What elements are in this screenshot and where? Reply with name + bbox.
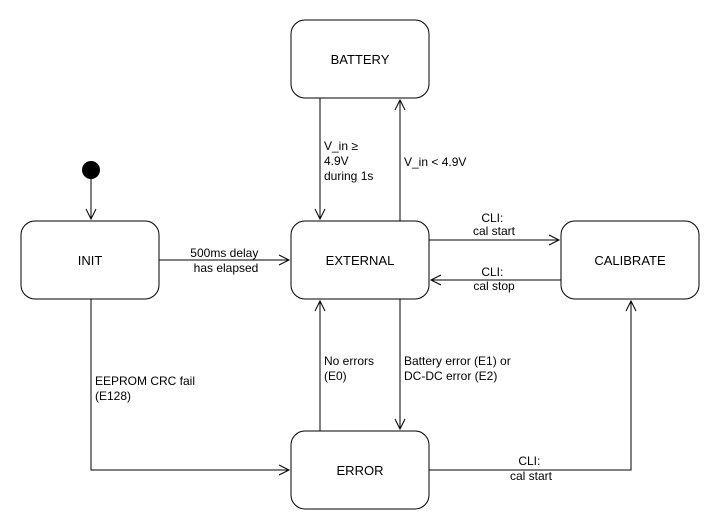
edge-label-line: 4.9V [324,154,349,168]
edge-label-line: during 1s [324,169,373,183]
state-external: EXTERNAL [290,220,430,300]
edge-label-line: EEPROM CRC fail [95,374,195,388]
transition-error-to-external: No errors (E0) [314,299,377,431]
edge-label-line: cal start [510,469,553,483]
initial-state-dot [82,161,100,179]
edge-label-line: V_in < 4.9V [404,155,466,169]
state-init-label: INIT [78,253,103,268]
transition-external-to-error: Battery error (E1) or DC-DC error (E2) [394,299,514,431]
state-battery: BATTERY [290,19,430,99]
state-calibrate: CALIBRATE [560,220,700,300]
svg-text:500ms delay has elapsed: 500ms delay has elapsed [190,246,261,275]
edge-label-line: Battery error (E1) or [404,354,511,368]
transition-init-to-error: EEPROM CRC fail (E128) [90,299,291,476]
edge-label-line: cal start [473,224,516,238]
svg-text:CLI: cal start: CLI: cal start [510,454,553,483]
state-calibrate-label: CALIBRATE [594,253,666,268]
state-error: ERROR [290,430,430,510]
state-battery-label: BATTERY [331,52,390,67]
svg-text:V_in ≥ 4.9V during: V_in ≥ 4.9V during 1s [324,139,373,183]
initial-transition-arrowhead [85,208,97,221]
svg-text:Battery error (E1) or DC: Battery error (E1) or DC-DC error (E2) [404,354,514,383]
transition-battery-to-external: V_in ≥ 4.9V during 1s [314,98,373,221]
edge-label-line: CLI: [481,265,503,279]
state-external-label: EXTERNAL [326,253,395,268]
edge-label-line: 500ms delay [190,246,258,260]
edge-label-line: V_in ≥ [324,139,358,153]
transition-init-to-external: 500ms delay has elapsed [159,246,291,275]
svg-text:EEPROM CRC fail (E128): EEPROM CRC fail (E128) [95,374,198,403]
transition-external-to-calibrate: CLI: cal start [429,211,561,246]
transition-calibrate-to-external: CLI: cal stop [429,265,561,293]
edge-label-line: (E0) [324,369,347,383]
state-init: INIT [20,220,160,300]
edge-label-line: No errors [324,354,374,368]
svg-text:CLI: cal stop: CLI: cal stop [473,265,515,293]
svg-text:CLI: cal start: CLI: cal start [473,211,516,238]
edge-label-line: cal stop [473,279,515,293]
edge-label-line: has elapsed [194,261,259,275]
transition-external-to-battery: V_in < 4.9V [394,98,466,221]
edge-label-line: CLI: [518,454,540,468]
edge-label-line: CLI: [481,211,503,225]
transition-error-to-calibrate: CLI: cal start [429,299,637,483]
edge-label-line: (E128) [95,389,131,403]
state-error-label: ERROR [337,463,384,478]
edge-label-line: DC-DC error (E2) [404,369,497,383]
svg-text:No errors (E0): No errors (E0) [324,354,377,383]
